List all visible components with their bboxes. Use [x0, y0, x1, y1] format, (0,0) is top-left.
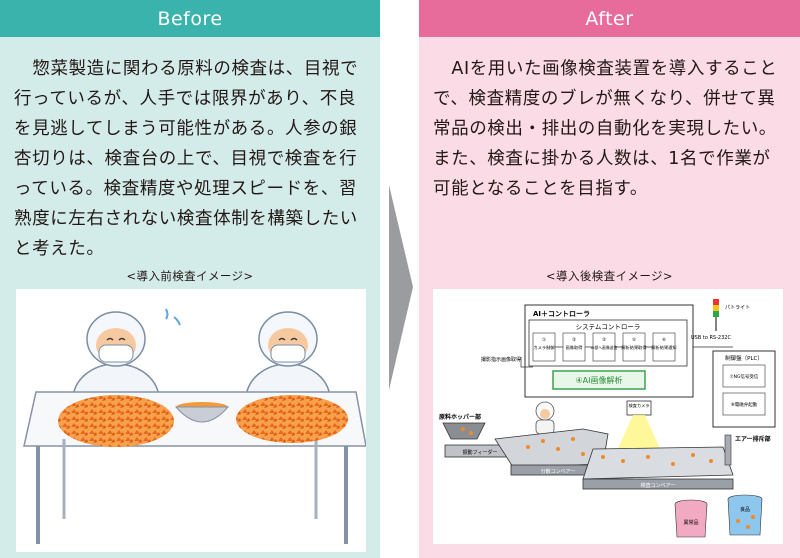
ai-analysis-label: ④AI画像解析 [575, 375, 622, 385]
hopper-label: 原料ホッパー部 [439, 413, 481, 421]
plc-item-1: ⑦NG信号受信 [730, 373, 759, 380]
step-2-label: 画像取得 [566, 344, 583, 351]
system-controller-label: システムコントローラ [576, 323, 641, 331]
camera-label: 検査カメラ [629, 402, 650, 409]
before-description: 惣菜製造に関わる原料の検査は、目視で行っているが、人手では限界があり、不良を見逃… [14, 59, 359, 259]
plc-item-2: ⑧電磁弁起動 [731, 401, 758, 408]
patlite-icon [713, 299, 719, 331]
feeder-label: 振動フィーダー [463, 449, 498, 456]
step-5-num: ⑤ [632, 337, 636, 343]
plc-label: 制御盤（PLC） [725, 354, 763, 362]
dispersal-conveyor-label: 分散コンベアー [541, 468, 576, 475]
ai-controller-label: AI＋コントローラ [533, 310, 590, 318]
after-header: After [419, 0, 800, 37]
good-bin-label: 良品 [740, 506, 750, 513]
inspection-conveyor-label: 検査コンベアー [641, 482, 676, 489]
capture-instruction-label: 撮影指示画像取得 [481, 356, 521, 363]
carrot-pile-right [236, 395, 348, 443]
air-ejector-label: エアー排斥部 [735, 435, 771, 443]
step-1-num: ① [542, 337, 546, 343]
carrot-pile-left [58, 395, 174, 447]
metal-bowl [174, 402, 230, 423]
reject-bin [674, 499, 708, 538]
step-5-label: 解析結果取得 [621, 344, 646, 351]
before-illustration [16, 289, 366, 552]
patlite-label: パトライト [725, 305, 750, 311]
step-1-label: カメラ制御 [534, 344, 555, 351]
sweat-icon [165, 308, 181, 326]
step-2-num: ② [572, 337, 576, 343]
operator-icon [535, 401, 555, 435]
step-6-num: ⑥ [662, 337, 666, 343]
step-3-num: ③ [602, 337, 606, 343]
after-caption: <導入後検査イメージ> [546, 269, 673, 283]
reject-bin-label: 異常品 [683, 519, 698, 526]
before-panel: Before 惣菜製造に関わる原料の検査は、目視で行っているが、人手では限界があ… [0, 0, 380, 558]
usb-label: USB to RS-232C [691, 335, 731, 341]
before-header: Before [0, 0, 380, 37]
after-panel: After AIを用いた画像検査装置を導入することで、検査精度のブレが無くなり、… [419, 0, 800, 558]
step-6-label: 解析結果通知 [651, 344, 676, 351]
after-system-diagram: AI＋コントローラ システムコントローラ ① カメラ制御 ② 画像取得 ③ AI… [433, 289, 783, 544]
transition-arrow-icon [389, 185, 413, 390]
before-caption: <導入前検査イメージ> [126, 269, 254, 283]
after-description: AIを用いた画像検査装置を導入することで、検査精度のブレが無くなり、併せて異常品… [433, 59, 778, 199]
good-bin [727, 494, 763, 536]
step-3-label: AI部へ画像送信 [591, 345, 618, 350]
